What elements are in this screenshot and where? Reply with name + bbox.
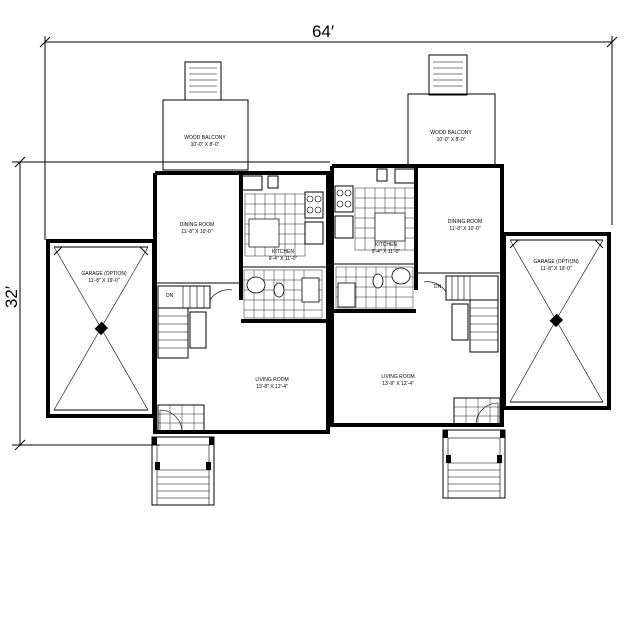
- left-fridge: [304, 221, 324, 245]
- left-stairs: DN: [157, 285, 233, 359]
- left-unit: WOOD BALCONY 10'-0" X 8'-0" KITCHEN 9'-4…: [46, 61, 330, 506]
- left-kitchen-name: KITCHEN: [272, 249, 294, 255]
- right-toilet: [372, 273, 384, 289]
- left-balcony: [162, 99, 249, 171]
- right-unit: WOOD BALCONY 10'-0" X 8'-0" KITCHEN 9'-4…: [330, 54, 611, 499]
- left-sink: [241, 175, 263, 191]
- right-exterior-wall: [330, 164, 504, 427]
- right-stove: [334, 185, 354, 213]
- right-bathroom: [335, 266, 414, 309]
- height-dimension: 32′: [2, 156, 330, 451]
- left-kitchen-size: 9'-4" X 11'-0": [269, 256, 298, 262]
- left-entry: [157, 404, 205, 433]
- right-sink: [394, 168, 416, 184]
- left-living-name: LIVING ROOM: [255, 377, 288, 383]
- left-garage: GARAGE (OPTION) 11'-8" X 19'-0": [46, 239, 156, 418]
- right-living-name: LIVING ROOM: [381, 374, 414, 380]
- left-dining-size: 11'-8" X 10'-0": [181, 229, 212, 235]
- left-living-size: 13'-8" X 12'-4": [256, 384, 288, 390]
- right-shower: [337, 282, 356, 308]
- left-garage-name: GARAGE (OPTION): [81, 271, 127, 277]
- left-front-steps: [151, 436, 215, 506]
- right-garage: GARAGE (OPTION) 11'-8" X 19'-0": [502, 232, 611, 410]
- right-balcony-size: 10'-0" X 8'-0": [437, 137, 466, 143]
- right-dining-name: DINING ROOM: [448, 219, 482, 225]
- right-kitchen-size: 9'-4" X 11'-0": [372, 249, 401, 255]
- right-dining-size: 11'-8" X 10'-0": [449, 226, 480, 232]
- right-stair-mark: DN: [434, 284, 442, 290]
- right-front-steps: [442, 429, 506, 499]
- width-label: 64′: [312, 22, 334, 41]
- right-garage-size: 11'-8" X 19'-0": [540, 266, 571, 272]
- left-balcony-name: WOOD BALCONY: [184, 135, 226, 141]
- right-basin: [391, 267, 411, 285]
- left-stair-mark: DN: [166, 293, 174, 299]
- left-bathroom: [243, 269, 323, 319]
- width-dimension: 64′: [39, 22, 618, 240]
- height-label: 32′: [2, 286, 21, 308]
- right-chimney: [428, 54, 468, 96]
- left-kitchen-tiles: [244, 193, 306, 257]
- left-shower: [301, 277, 320, 303]
- left-toilet: [273, 282, 285, 298]
- left-chimney: [184, 61, 222, 101]
- left-balcony-size: 10'-0" X 8'-0": [191, 142, 220, 148]
- left-garage-size: 11'-8" X 19'-0": [88, 278, 119, 284]
- left-stove: [304, 191, 324, 219]
- left-basin: [246, 276, 266, 294]
- right-entry: [453, 397, 501, 426]
- right-fridge: [334, 215, 354, 239]
- right-stairs: DN: [423, 275, 499, 353]
- right-garage-name: GARAGE (OPTION): [533, 259, 579, 265]
- right-kitchen-tiles: [354, 187, 416, 251]
- left-dining-name: DINING ROOM: [180, 222, 214, 228]
- right-kitchen-name: KITCHEN: [375, 242, 397, 248]
- right-living-size: 13'-8" X 12'-4": [382, 381, 414, 387]
- right-balcony-name: WOOD BALCONY: [430, 130, 472, 136]
